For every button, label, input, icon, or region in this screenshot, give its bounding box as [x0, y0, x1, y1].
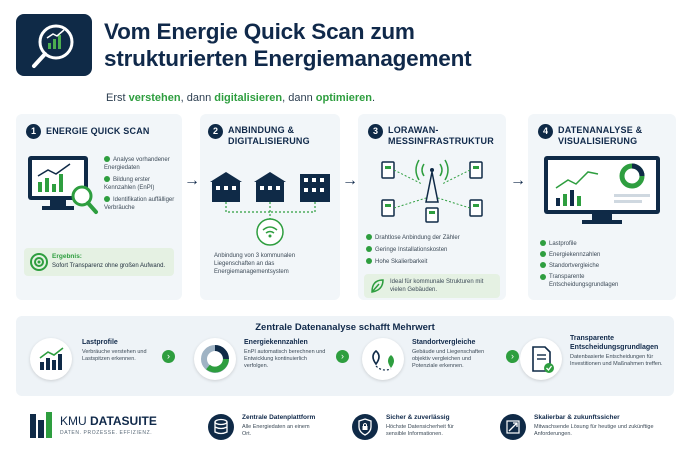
arrow-circle-icon: › — [162, 350, 175, 363]
donut-chart-icon — [194, 338, 236, 380]
arrow-right-icon: → — [342, 172, 358, 189]
step-4-bullets: Lastprofile Energiekennzahlen Standortve… — [540, 240, 670, 289]
header-logo-icon — [16, 14, 92, 76]
database-icon — [208, 414, 234, 440]
step-number: 2 — [208, 124, 223, 139]
check-icon — [366, 258, 372, 265]
check-icon — [366, 246, 372, 253]
central-title: Zentrale Datenanalyse schafft Mehrwert — [255, 322, 435, 333]
step-3-bullets: Drahtlose Anbindung der Zähler Geringe I… — [366, 234, 502, 266]
check-icon — [540, 262, 546, 269]
step-title: LORAWAN-MESSINFRASTRUKTUR — [388, 125, 494, 146]
arrow-circle-icon: › — [506, 350, 519, 363]
check-icon — [540, 240, 546, 247]
step-number: 4 — [538, 124, 553, 139]
step-3-panel: 3 LORAWAN-MESSINFRASTRUKTUR Drahtlose An… — [358, 114, 506, 300]
arrow-right-icon: → — [510, 172, 526, 189]
step-1-panel: 1 ENERGIE QUICK SCAN Analyse vorhandener… — [16, 114, 182, 300]
result-box: Ergebnis: Sofort Transparenz ohne großen… — [24, 248, 174, 276]
check-icon — [104, 156, 110, 163]
target-icon — [30, 253, 48, 276]
check-icon — [104, 176, 110, 183]
shield-lock-icon — [352, 414, 378, 440]
lorawan-antenna-icon — [378, 158, 488, 229]
check-icon — [104, 196, 110, 203]
step-number: 1 — [26, 124, 41, 139]
step-2-caption: Anbindung von 3 kommunalen Liegenschafte… — [214, 253, 296, 275]
arrow-right-icon: → — [184, 172, 200, 189]
monitor-chart-icon — [26, 154, 104, 229]
location-pins-icon — [362, 338, 404, 380]
check-icon — [540, 274, 546, 280]
brand-logo-icon — [30, 412, 54, 443]
load-profile-icon — [30, 338, 72, 380]
central-analysis-panel: Zentrale Datenanalyse schafft Mehrwert L… — [16, 316, 674, 396]
step-title: ENERGIE QUICK SCAN — [46, 126, 150, 136]
document-check-icon — [520, 338, 562, 380]
leaf-icon — [370, 278, 384, 299]
check-icon — [540, 251, 546, 258]
arrow-circle-icon: › — [336, 350, 349, 363]
brand-name: KMU DATASUITE — [60, 414, 157, 428]
check-icon — [366, 234, 372, 241]
step-1-bullets: Analyse vorhandener Energiedaten Bildung… — [104, 156, 175, 211]
step-2-panel: 2 ANBINDUNG &DIGITALISIERUNG Anbindung v… — [200, 114, 340, 300]
dashboard-monitor-icon — [542, 154, 666, 233]
step-title: ANBINDUNG &DIGITALISIERUNG — [228, 125, 310, 146]
step-title: DATENANALYSE &VISUALISIERUNG — [558, 125, 643, 146]
note-box: Ideal für kommunale Strukturen mit viele… — [364, 274, 500, 298]
buildings-icon — [208, 166, 334, 253]
tagline: Erst verstehen, dann digitalisieren, dan… — [106, 92, 376, 104]
page-title: Vom Energie Quick Scan zum strukturierte… — [104, 19, 472, 71]
step-4-panel: 4 DATENANALYSE &VISUALISIERUNG Lastprofi… — [528, 114, 676, 300]
expand-arrows-icon — [500, 414, 526, 440]
brand-tagline: DATEN. PROZESSE. EFFIZIENZ. — [60, 430, 153, 436]
step-number: 3 — [368, 124, 383, 139]
